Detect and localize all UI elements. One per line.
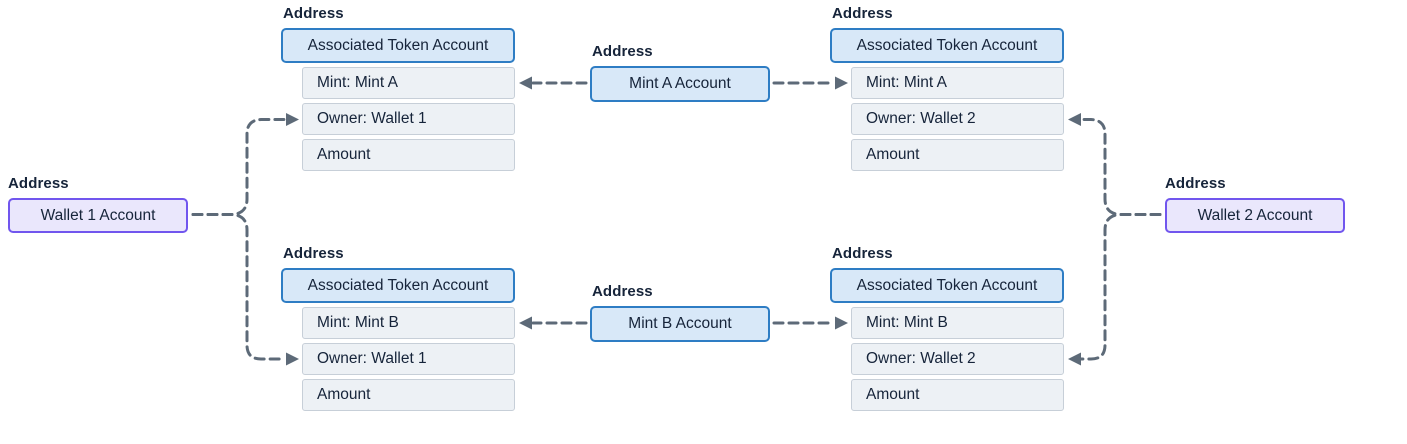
mint-a-group: Address Mint A Account xyxy=(590,44,770,102)
address-label: Address xyxy=(592,43,653,60)
wallet2-group: Address Wallet 2 Account xyxy=(1165,176,1345,233)
wallet1-group: Address Wallet 1 Account xyxy=(8,176,188,233)
ata-bottomright-fields: Mint: Mint B Owner: Wallet 2 Amount xyxy=(851,307,1064,411)
address-label: Address xyxy=(283,5,344,22)
address-label: Address xyxy=(8,175,69,192)
address-label: Address xyxy=(832,245,893,262)
mint-field-row: Mint: Mint A xyxy=(851,67,1064,99)
mint-b-to-ata-bottomright-mint-connector xyxy=(772,316,848,330)
ata-topright-fields: Mint: Mint A Owner: Wallet 2 Amount xyxy=(851,67,1064,171)
wallet2-to-ata-topright-owner-connector xyxy=(1068,113,1162,216)
ata-topright-header-node: Associated Token Account xyxy=(830,28,1064,63)
mint-field-row: Mint: Mint A xyxy=(302,67,515,99)
wallet1-to-ata-bottomleft-owner-connector xyxy=(191,213,299,366)
owner-field-row: Owner: Wallet 2 xyxy=(851,103,1064,135)
wallet1-account-node: Wallet 1 Account xyxy=(8,198,188,233)
ata-topleft-group: Address Associated Token Account Mint: M… xyxy=(281,6,515,171)
ata-bottomleft-group: Address Associated Token Account Mint: M… xyxy=(281,246,515,411)
mint-a-account-node: Mint A Account xyxy=(590,66,770,102)
ata-bottomright-group: Address Associated Token Account Mint: M… xyxy=(830,246,1064,411)
ata-topleft-header-node: Associated Token Account xyxy=(281,28,515,63)
ata-bottomleft-fields: Mint: Mint B Owner: Wallet 1 Amount xyxy=(302,307,515,411)
amount-field-row: Amount xyxy=(851,139,1064,171)
address-label: Address xyxy=(1165,175,1226,192)
wallet1-to-ata-topleft-owner-connector xyxy=(191,113,299,216)
ata-topright-group: Address Associated Token Account Mint: M… xyxy=(830,6,1064,171)
wallet2-to-ata-bottomright-owner-connector xyxy=(1068,213,1162,366)
wallet2-account-node: Wallet 2 Account xyxy=(1165,198,1345,233)
amount-field-row: Amount xyxy=(851,379,1064,411)
mint-a-to-ata-topright-mint-connector xyxy=(772,76,848,90)
owner-field-row: Owner: Wallet 1 xyxy=(302,103,515,135)
ata-bottomleft-header-node: Associated Token Account xyxy=(281,268,515,303)
mint-b-group: Address Mint B Account xyxy=(590,284,770,342)
address-label: Address xyxy=(832,5,893,22)
mint-a-to-ata-topleft-mint-connector xyxy=(519,76,588,90)
address-label: Address xyxy=(592,283,653,300)
mint-field-row: Mint: Mint B xyxy=(302,307,515,339)
amount-field-row: Amount xyxy=(302,379,515,411)
owner-field-row: Owner: Wallet 2 xyxy=(851,343,1064,375)
owner-field-row: Owner: Wallet 1 xyxy=(302,343,515,375)
address-label: Address xyxy=(283,245,344,262)
amount-field-row: Amount xyxy=(302,139,515,171)
mint-b-to-ata-bottomleft-mint-connector xyxy=(519,316,588,330)
ata-bottomright-header-node: Associated Token Account xyxy=(830,268,1064,303)
ata-topleft-fields: Mint: Mint A Owner: Wallet 1 Amount xyxy=(302,67,515,171)
mint-field-row: Mint: Mint B xyxy=(851,307,1064,339)
mint-b-account-node: Mint B Account xyxy=(590,306,770,342)
